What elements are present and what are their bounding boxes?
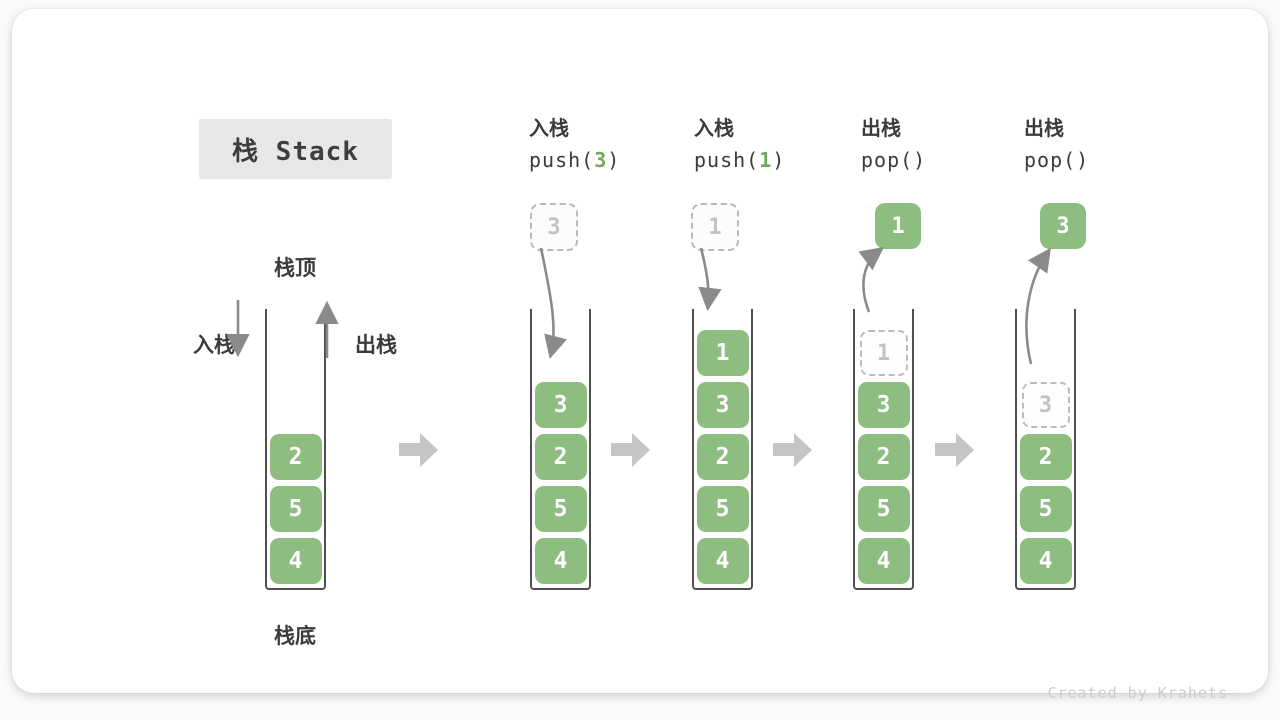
op-name: 出栈: [1024, 116, 1064, 140]
stack-bottom-label: 栈底: [274, 624, 316, 648]
stack-element: 5: [857, 486, 910, 532]
stack-element: 3: [534, 382, 587, 428]
op-code: push(1): [694, 148, 786, 172]
op-label-push-3: 入栈 push(3): [529, 113, 699, 177]
op-arg: 1: [759, 148, 773, 172]
op-code: push(3): [529, 148, 621, 172]
popped-value-box: 3: [1040, 203, 1086, 249]
incoming-value-box: 1: [691, 203, 739, 251]
popped-value-box: 1: [875, 203, 921, 249]
op-name: 出栈: [861, 116, 901, 140]
stack-element: 5: [696, 486, 749, 532]
stack-element: 2: [269, 434, 322, 480]
op-name: 入栈: [529, 116, 569, 140]
stack-element: 4: [534, 538, 587, 584]
stack-container-initial: 2 5 4: [265, 309, 326, 590]
stack-element: 4: [696, 538, 749, 584]
op-code: pop(): [861, 148, 927, 172]
stack-container-after-pop-2: 3 2 5 4: [1015, 309, 1076, 590]
stack-top-label: 栈顶: [274, 256, 316, 280]
stack-container-after-pop-1: 1 3 2 5 4: [853, 309, 914, 590]
stack-element: 5: [1019, 486, 1072, 532]
push-direction-label: 入栈: [193, 333, 235, 357]
removed-element-ghost: 1: [859, 330, 908, 376]
stack-element: 2: [857, 434, 910, 480]
removed-element-ghost: 3: [1021, 382, 1070, 428]
stack-element: 4: [857, 538, 910, 584]
op-arg: 3: [594, 148, 608, 172]
op-code: pop(): [1024, 148, 1090, 172]
op-label-push-1: 入栈 push(1): [694, 113, 864, 177]
op-label-pop-2: 出栈 pop(): [1024, 113, 1194, 177]
stack-element: 4: [1019, 538, 1072, 584]
incoming-value-box: 3: [530, 203, 578, 251]
pop-direction-label: 出栈: [355, 333, 397, 357]
stack-element: 5: [269, 486, 322, 532]
credit-text: Created by Krahets: [1047, 684, 1228, 702]
stack-element: 3: [696, 382, 749, 428]
stack-element: 2: [534, 434, 587, 480]
stack-element: 3: [857, 382, 910, 428]
stack-container-after-push-3: 3 2 5 4: [530, 309, 591, 590]
stack-element: 2: [1019, 434, 1072, 480]
stack-element: 1: [696, 330, 749, 376]
stack-container-after-push-1: 1 3 2 5 4: [692, 309, 753, 590]
title-badge: 栈 Stack: [199, 119, 392, 179]
op-label-pop-1: 出栈 pop(): [861, 113, 1031, 177]
diagram-card: 栈 Stack 入栈 push(3) 入栈 push(1) 出栈 pop() 出…: [12, 9, 1268, 702]
stack-element: 2: [696, 434, 749, 480]
title-text: 栈 Stack: [232, 136, 359, 167]
stack-element: 4: [269, 538, 322, 584]
stack-element: 5: [534, 486, 587, 532]
op-name: 入栈: [694, 116, 734, 140]
